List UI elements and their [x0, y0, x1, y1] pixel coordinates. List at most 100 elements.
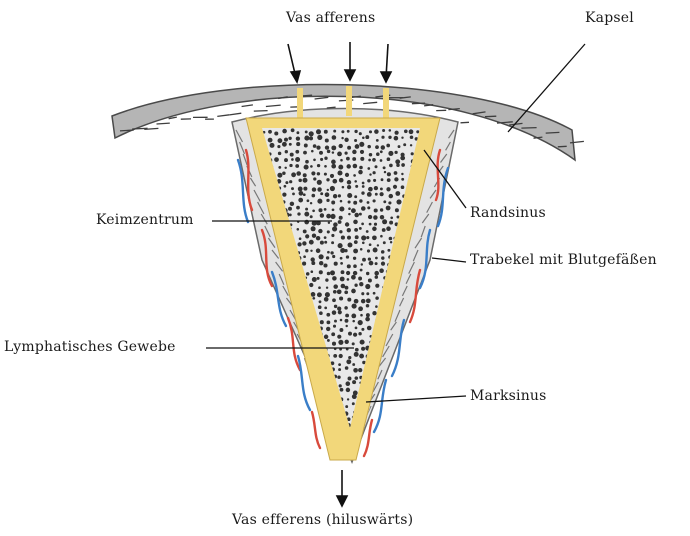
tissue-dot	[325, 145, 329, 149]
tissue-dot	[283, 402, 288, 407]
tissue-dot	[366, 272, 369, 275]
tissue-dot	[261, 359, 265, 363]
tissue-dot	[305, 130, 308, 133]
tissue-dot	[289, 180, 292, 183]
tissue-dot	[361, 347, 365, 351]
tissue-dot	[297, 228, 300, 231]
tissue-dot	[387, 387, 392, 392]
tissue-dot	[268, 130, 272, 134]
tissue-dot	[353, 271, 357, 275]
tissue-dot	[351, 208, 356, 213]
tissue-dot	[345, 405, 348, 408]
tissue-dot	[340, 262, 343, 265]
tissue-dot	[267, 361, 272, 366]
tissue-dot	[288, 137, 291, 140]
tissue-dot	[352, 380, 356, 384]
tissue-dot	[331, 332, 335, 336]
tissue-dot	[410, 417, 415, 422]
tissue-dot	[409, 355, 413, 359]
tissue-dot	[354, 139, 357, 142]
leader-marksinus	[366, 396, 466, 402]
tissue-dot	[403, 339, 407, 343]
tissue-dot	[353, 264, 357, 268]
tissue-dot	[269, 425, 274, 430]
tissue-dot	[373, 179, 376, 182]
tissue-dot	[417, 327, 420, 330]
tissue-dot	[352, 394, 357, 399]
afferent-gap-3	[383, 88, 389, 118]
tissue-dot	[268, 325, 272, 329]
tissue-dot	[352, 402, 355, 405]
tissue-dot	[414, 342, 418, 346]
tissue-dot	[404, 405, 407, 408]
tissue-dot	[386, 144, 390, 148]
tissue-dot	[347, 298, 351, 302]
tissue-dot	[282, 142, 287, 147]
tissue-dot	[339, 354, 343, 358]
tissue-dot	[312, 277, 317, 282]
capsule-fibre	[242, 105, 253, 107]
tissue-dot	[367, 201, 370, 204]
tissue-dot	[354, 130, 357, 133]
tissue-dot	[346, 157, 350, 161]
tissue-dot	[396, 164, 400, 168]
tissue-dot	[313, 144, 317, 148]
tissue-dot	[337, 289, 342, 294]
tissue-dot	[306, 272, 310, 276]
tissue-dot	[389, 221, 393, 225]
tissue-dot	[303, 193, 306, 196]
afferent-arrowhead-3	[381, 72, 391, 82]
tissue-dot	[376, 152, 380, 156]
tissue-dot	[348, 377, 352, 381]
tissue-dot	[348, 213, 350, 215]
capsule-fibre	[412, 103, 425, 104]
tissue-dot	[366, 230, 369, 233]
tissue-dot	[375, 262, 378, 265]
tissue-dot	[389, 237, 393, 241]
tissue-dot	[355, 327, 358, 330]
tissue-dot	[304, 136, 309, 141]
tissue-dot	[291, 425, 294, 428]
tissue-dot	[267, 397, 272, 402]
tissue-dot	[317, 425, 320, 428]
tissue-dot	[375, 296, 379, 300]
tissue-dot	[270, 348, 273, 351]
tissue-dot	[337, 335, 341, 339]
tissue-dot	[303, 426, 306, 429]
tissue-dot	[292, 382, 296, 386]
tissue-dot	[282, 381, 285, 384]
tissue-dot	[388, 403, 391, 406]
tissue-dot	[304, 144, 308, 148]
tissue-dot	[368, 159, 371, 162]
tissue-dot	[411, 412, 414, 415]
tissue-dot	[401, 178, 404, 181]
tissue-dot	[346, 164, 350, 168]
tissue-dot	[362, 258, 366, 262]
tissue-dot	[324, 241, 327, 244]
tissue-dot	[359, 132, 362, 135]
tissue-dot	[305, 234, 309, 238]
tissue-dot	[291, 128, 295, 132]
tissue-dot	[263, 369, 267, 373]
tissue-dot	[288, 368, 292, 372]
tissue-dot	[359, 282, 363, 286]
tissue-dot	[291, 187, 294, 190]
tissue-dot	[375, 305, 378, 308]
tissue-dot	[382, 129, 385, 132]
tissue-dot	[358, 320, 363, 325]
tissue-dot	[309, 240, 314, 245]
tissue-dot	[271, 367, 273, 369]
tissue-dot	[382, 228, 386, 232]
tissue-dot	[312, 234, 316, 238]
tissue-dot	[276, 397, 281, 402]
tissue-dot	[346, 388, 350, 392]
tissue-dot	[282, 369, 285, 372]
tissue-dot	[312, 194, 316, 198]
tissue-dot	[376, 411, 379, 414]
tissue-dot	[277, 390, 280, 393]
tissue-dot	[380, 192, 384, 196]
tissue-dot	[338, 165, 343, 170]
tissue-dot	[410, 144, 412, 146]
tissue-dot	[277, 341, 281, 345]
tissue-dot	[261, 328, 264, 331]
